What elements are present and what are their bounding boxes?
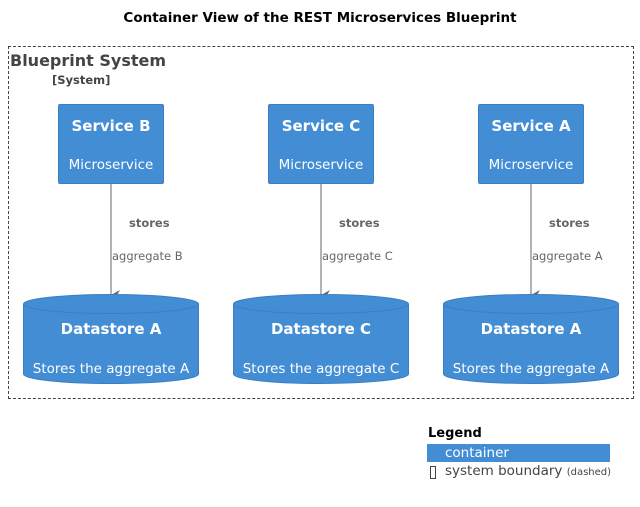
legend-boundary-entry: system boundary (dashed) <box>445 463 611 479</box>
service-b-container[interactable]: Service B Microservice <box>58 104 164 184</box>
datastore-a-left[interactable]: Datastore A Stores the aggregate A <box>23 294 199 384</box>
legend-container-swatch: container <box>427 444 610 462</box>
relation-label: stores <box>339 216 380 230</box>
service-description: Microservice <box>488 157 574 173</box>
relation-technology: aggregate B <box>112 249 183 263</box>
boundary-name: Blueprint System <box>10 51 167 70</box>
datastore-name: Datastore A <box>60 320 162 338</box>
boundary-type: [System] <box>52 73 111 87</box>
datastore-c[interactable]: Datastore C Stores the aggregate C <box>233 294 409 384</box>
legend-container-label: container <box>445 445 509 461</box>
datastore-description: Stores the aggregate A <box>452 361 610 377</box>
legend-title: Legend <box>428 426 482 441</box>
system-boundary <box>8 46 634 399</box>
service-description: Microservice <box>68 157 154 173</box>
service-name: Service C <box>281 117 361 135</box>
relation-technology: aggregate A <box>532 249 603 263</box>
datastore-cylinder-icon <box>233 294 409 384</box>
service-name: Service A <box>491 117 571 135</box>
service-name: Service B <box>71 117 151 135</box>
datastore-a-right[interactable]: Datastore A Stores the aggregate A <box>443 294 619 384</box>
datastore-description: Stores the aggregate A <box>32 361 190 377</box>
relation-label: stores <box>129 216 170 230</box>
relation-label: stores <box>549 216 590 230</box>
diagram-title: Container View of the REST Microservices… <box>123 10 517 26</box>
datastore-cylinder-icon <box>443 294 619 384</box>
legend-boundary-label: system boundary <box>445 463 563 479</box>
service-description: Microservice <box>278 157 364 173</box>
datastore-description: Stores the aggregate C <box>242 361 400 377</box>
service-a-container[interactable]: Service A Microservice <box>478 104 584 184</box>
boundary-legend-icon <box>430 466 436 479</box>
datastore-name: Datastore C <box>270 320 372 338</box>
datastore-cylinder-icon <box>23 294 199 384</box>
datastore-name: Datastore A <box>480 320 582 338</box>
service-c-container[interactable]: Service C Microservice <box>268 104 374 184</box>
legend-boundary-sub: (dashed) <box>566 467 612 478</box>
relation-technology: aggregate C <box>322 249 393 263</box>
